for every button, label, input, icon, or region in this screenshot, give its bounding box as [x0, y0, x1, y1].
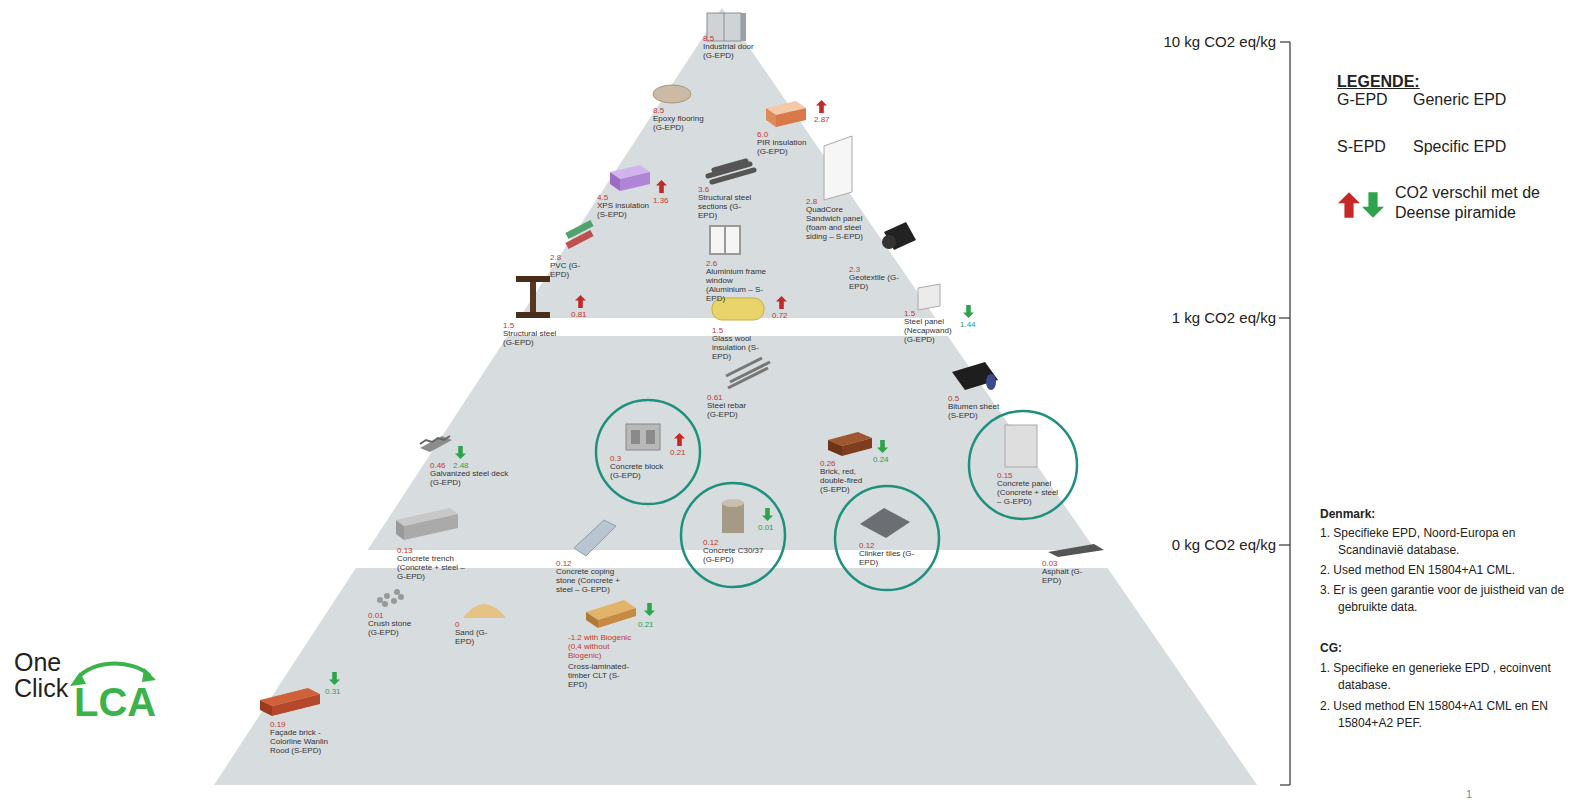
value-label: 2.8 — [550, 253, 561, 262]
value-label: 0.15 — [997, 471, 1013, 480]
value-label: 8.5 — [703, 34, 714, 43]
value-label: 0.12 — [556, 559, 572, 568]
value-label: 0.13 — [397, 546, 413, 555]
value-label: 0 — [455, 620, 459, 629]
material-label: Concrete trench (Concrete + steel – G-EP… — [397, 554, 471, 581]
value-label: 1.5 — [712, 326, 723, 335]
difference-arrows — [329, 100, 974, 685]
value-label: 0.12 — [859, 541, 875, 550]
material-label: Façade brick - Colorline Wanlin Rood (S-… — [270, 728, 334, 755]
value-label: 1.5 — [904, 309, 915, 318]
value-label: 0.5 — [948, 394, 959, 403]
logo-mark: LCA — [74, 682, 156, 722]
material-label: Asphalt (G-EPD) — [1042, 567, 1086, 585]
legend-text: Specific EPD — [1413, 137, 1506, 157]
increase-value: 1.36 — [653, 196, 669, 205]
decrease-value: 2.48 — [453, 461, 469, 470]
material-label: QuadCore Sandwich panel (foam and steel … — [806, 205, 878, 241]
material-label: Aluminium frame window (Aluminium – S-EP… — [706, 267, 768, 303]
legend-text: Generic EPD — [1413, 90, 1506, 110]
legend-text: CO2 verschil met de Deense piramide — [1395, 183, 1575, 223]
legend-text: G-EPD — [1337, 90, 1388, 110]
material-label: Steel rebar (G-EPD) — [707, 401, 759, 419]
value-label: 0.19 — [270, 720, 286, 729]
circle-outline — [594, 398, 702, 506]
material-label: Bitumen sheet (S-EPD) — [948, 402, 1008, 420]
material-label: Concrete C30/37 (G-EPD) — [703, 546, 767, 564]
page-number: 1 — [1466, 788, 1472, 801]
value-label: 2.8 — [806, 197, 817, 206]
material-label: XPS insulation (S-EPD) — [597, 201, 657, 219]
material-label: Brick, red, double-fired (S-EPD) — [820, 467, 870, 494]
material-label: Epoxy flooring (G-EPD) — [653, 114, 715, 132]
decrease-value: 1.44 — [960, 320, 976, 329]
legend-arrows — [1338, 192, 1384, 218]
decrease-value: 0.24 — [873, 455, 889, 464]
decrease-value: 0.21 — [638, 620, 654, 629]
material-label: Concrete panel (Concrete + steel – G-EPD… — [997, 479, 1063, 506]
value-label: 0.46 — [430, 461, 446, 470]
value-label: 4.5 — [597, 193, 608, 202]
highlight-circle: 0.12Clinker tiles (G-EPD) — [833, 484, 941, 592]
increase-value: 0.72 — [772, 311, 788, 320]
material-label: Concrete block (G-EPD) — [610, 462, 666, 480]
highlight-circle: 0.3Concrete block (G-EPD) 0.21 — [594, 398, 702, 506]
pyramid — [200, 8, 1280, 785]
value-label: 2.6 — [706, 259, 717, 268]
value-label: 0.3 — [610, 454, 621, 463]
note-item: 1. Specifieke en generieke EPD , ecoinve… — [1320, 660, 1570, 694]
material-label: Crush stone (G-EPD) — [368, 619, 418, 637]
material-label: PVC (G-EPD) — [550, 261, 594, 279]
value-label: 2.3 — [849, 265, 860, 274]
axis-label: 10 kg CO2 eq/kg — [1163, 33, 1276, 51]
legend-heading: LEGENDE: — [1337, 72, 1420, 92]
material-label: Structural steel (G-EPD) — [503, 329, 565, 347]
note-heading: Denmark: — [1320, 506, 1375, 523]
legend-text: S-EPD — [1337, 137, 1386, 157]
material-label: Geotextile (G-EPD) — [849, 273, 899, 291]
increase-value: 0.21 — [670, 448, 686, 457]
note-item: 3. Er is geen garantie voor de juistheid… — [1320, 582, 1570, 616]
material-label: Glass wool insulation (S-EPD) — [712, 334, 762, 361]
value-label: -1.2 with Biogenic (0,4 without Biogenic… — [568, 633, 638, 660]
material-icons — [260, 13, 1104, 716]
axis-label: 0 kg CO2 eq/kg — [1172, 536, 1276, 554]
value-label: 1.5 — [503, 321, 514, 330]
increase-value: 2.87 — [814, 115, 830, 124]
scale-axis — [1279, 42, 1290, 785]
note-item: 2. Used method EN 15804+A1 CML en EN 158… — [1320, 698, 1570, 732]
value-label: 0.12 — [703, 538, 719, 547]
value-label: 6.0 — [757, 130, 768, 139]
material-label: PIR insulation (G-EPD) — [757, 138, 817, 156]
material-label: Cross-laminated-timber CLT (S-EPD) — [568, 662, 632, 689]
note-item: 1. Specifieke EPD, Noord-Europa en Scand… — [1320, 525, 1570, 559]
material-label: Concrete coping stone (Concrete + steel … — [556, 567, 626, 594]
highlight-circle: 0.12Concrete C30/37 (G-EPD) 0.01 — [679, 481, 787, 589]
material-label: Sand (G-EPD) — [455, 628, 499, 646]
circle-outline — [833, 484, 941, 592]
note-heading: CG: — [1320, 640, 1342, 657]
highlight-circle: 0.15Concrete panel (Concrete + steel – G… — [967, 409, 1079, 521]
material-label: Steel panel (Necapwand) (G-EPD) — [904, 317, 958, 344]
decrease-value: 0.01 — [758, 523, 774, 532]
axis-label: 1 kg CO2 eq/kg — [1172, 309, 1276, 327]
value-label: 3.6 — [698, 185, 709, 194]
material-label: Industrial door (G-EPD) — [703, 42, 765, 60]
material-label: Structural steel sections (G-EPD) — [698, 193, 756, 220]
material-label: Clinker tiles (G-EPD) — [859, 549, 915, 567]
value-label: 0.03 — [1042, 559, 1058, 568]
value-label: 0.61 — [707, 393, 723, 402]
material-label: Galvanized steel deck (G-EPD) — [430, 469, 522, 487]
value-label: 0.01 — [368, 611, 384, 620]
increase-value: 0.81 — [571, 310, 587, 319]
value-label: 0.26 — [820, 459, 836, 468]
decrease-value: 0.31 — [325, 687, 341, 696]
note-item: 2. Used method EN 15804+A1 CML. — [1320, 562, 1570, 579]
circle-outline — [679, 481, 787, 589]
value-label: 8.5 — [653, 106, 664, 115]
